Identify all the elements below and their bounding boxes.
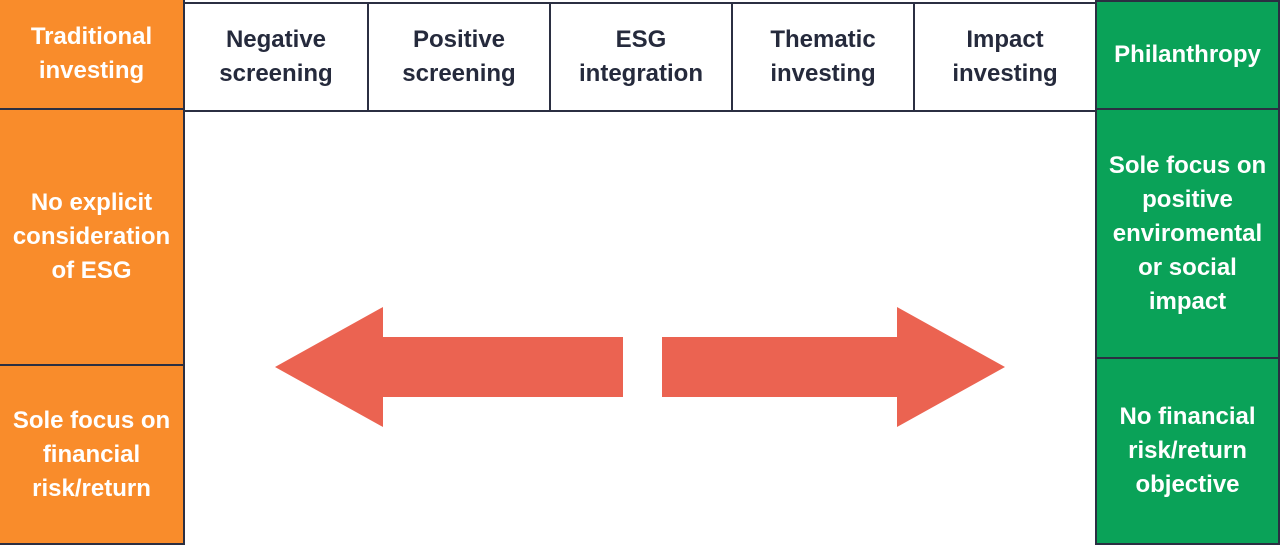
traditional-trait-financial: Sole focus on financial risk/return <box>12 406 171 502</box>
column-header-philanthropy: Philanthropy <box>1097 2 1278 110</box>
traditional-trait-esg: No explicit consideration of ESG <box>0 110 183 366</box>
column-header-esg-integration: ESG integration <box>549 2 731 112</box>
column-header-impact-investing: Impact investing <box>913 2 1095 112</box>
column-header-thematic-investing: Thematic investing <box>731 2 913 112</box>
column-header-negative-screening: Negative screening <box>185 2 367 112</box>
traditional-investing-column: Traditional investing No explicit consid… <box>0 0 185 545</box>
right-arrow-icon <box>662 307 1005 427</box>
column-header-positive-screening: Positive screening <box>367 2 549 112</box>
philanthropy-trait-financial: No financial risk/return objective <box>1119 403 1256 498</box>
column-header-traditional-investing: Traditional investing <box>0 0 183 110</box>
left-arrow-icon <box>275 307 623 427</box>
philanthropy-column: Philanthropy Sole focus on positive envi… <box>1095 0 1280 545</box>
philanthropy-trait-impact: Sole focus on positive enviromental or s… <box>1097 110 1278 359</box>
